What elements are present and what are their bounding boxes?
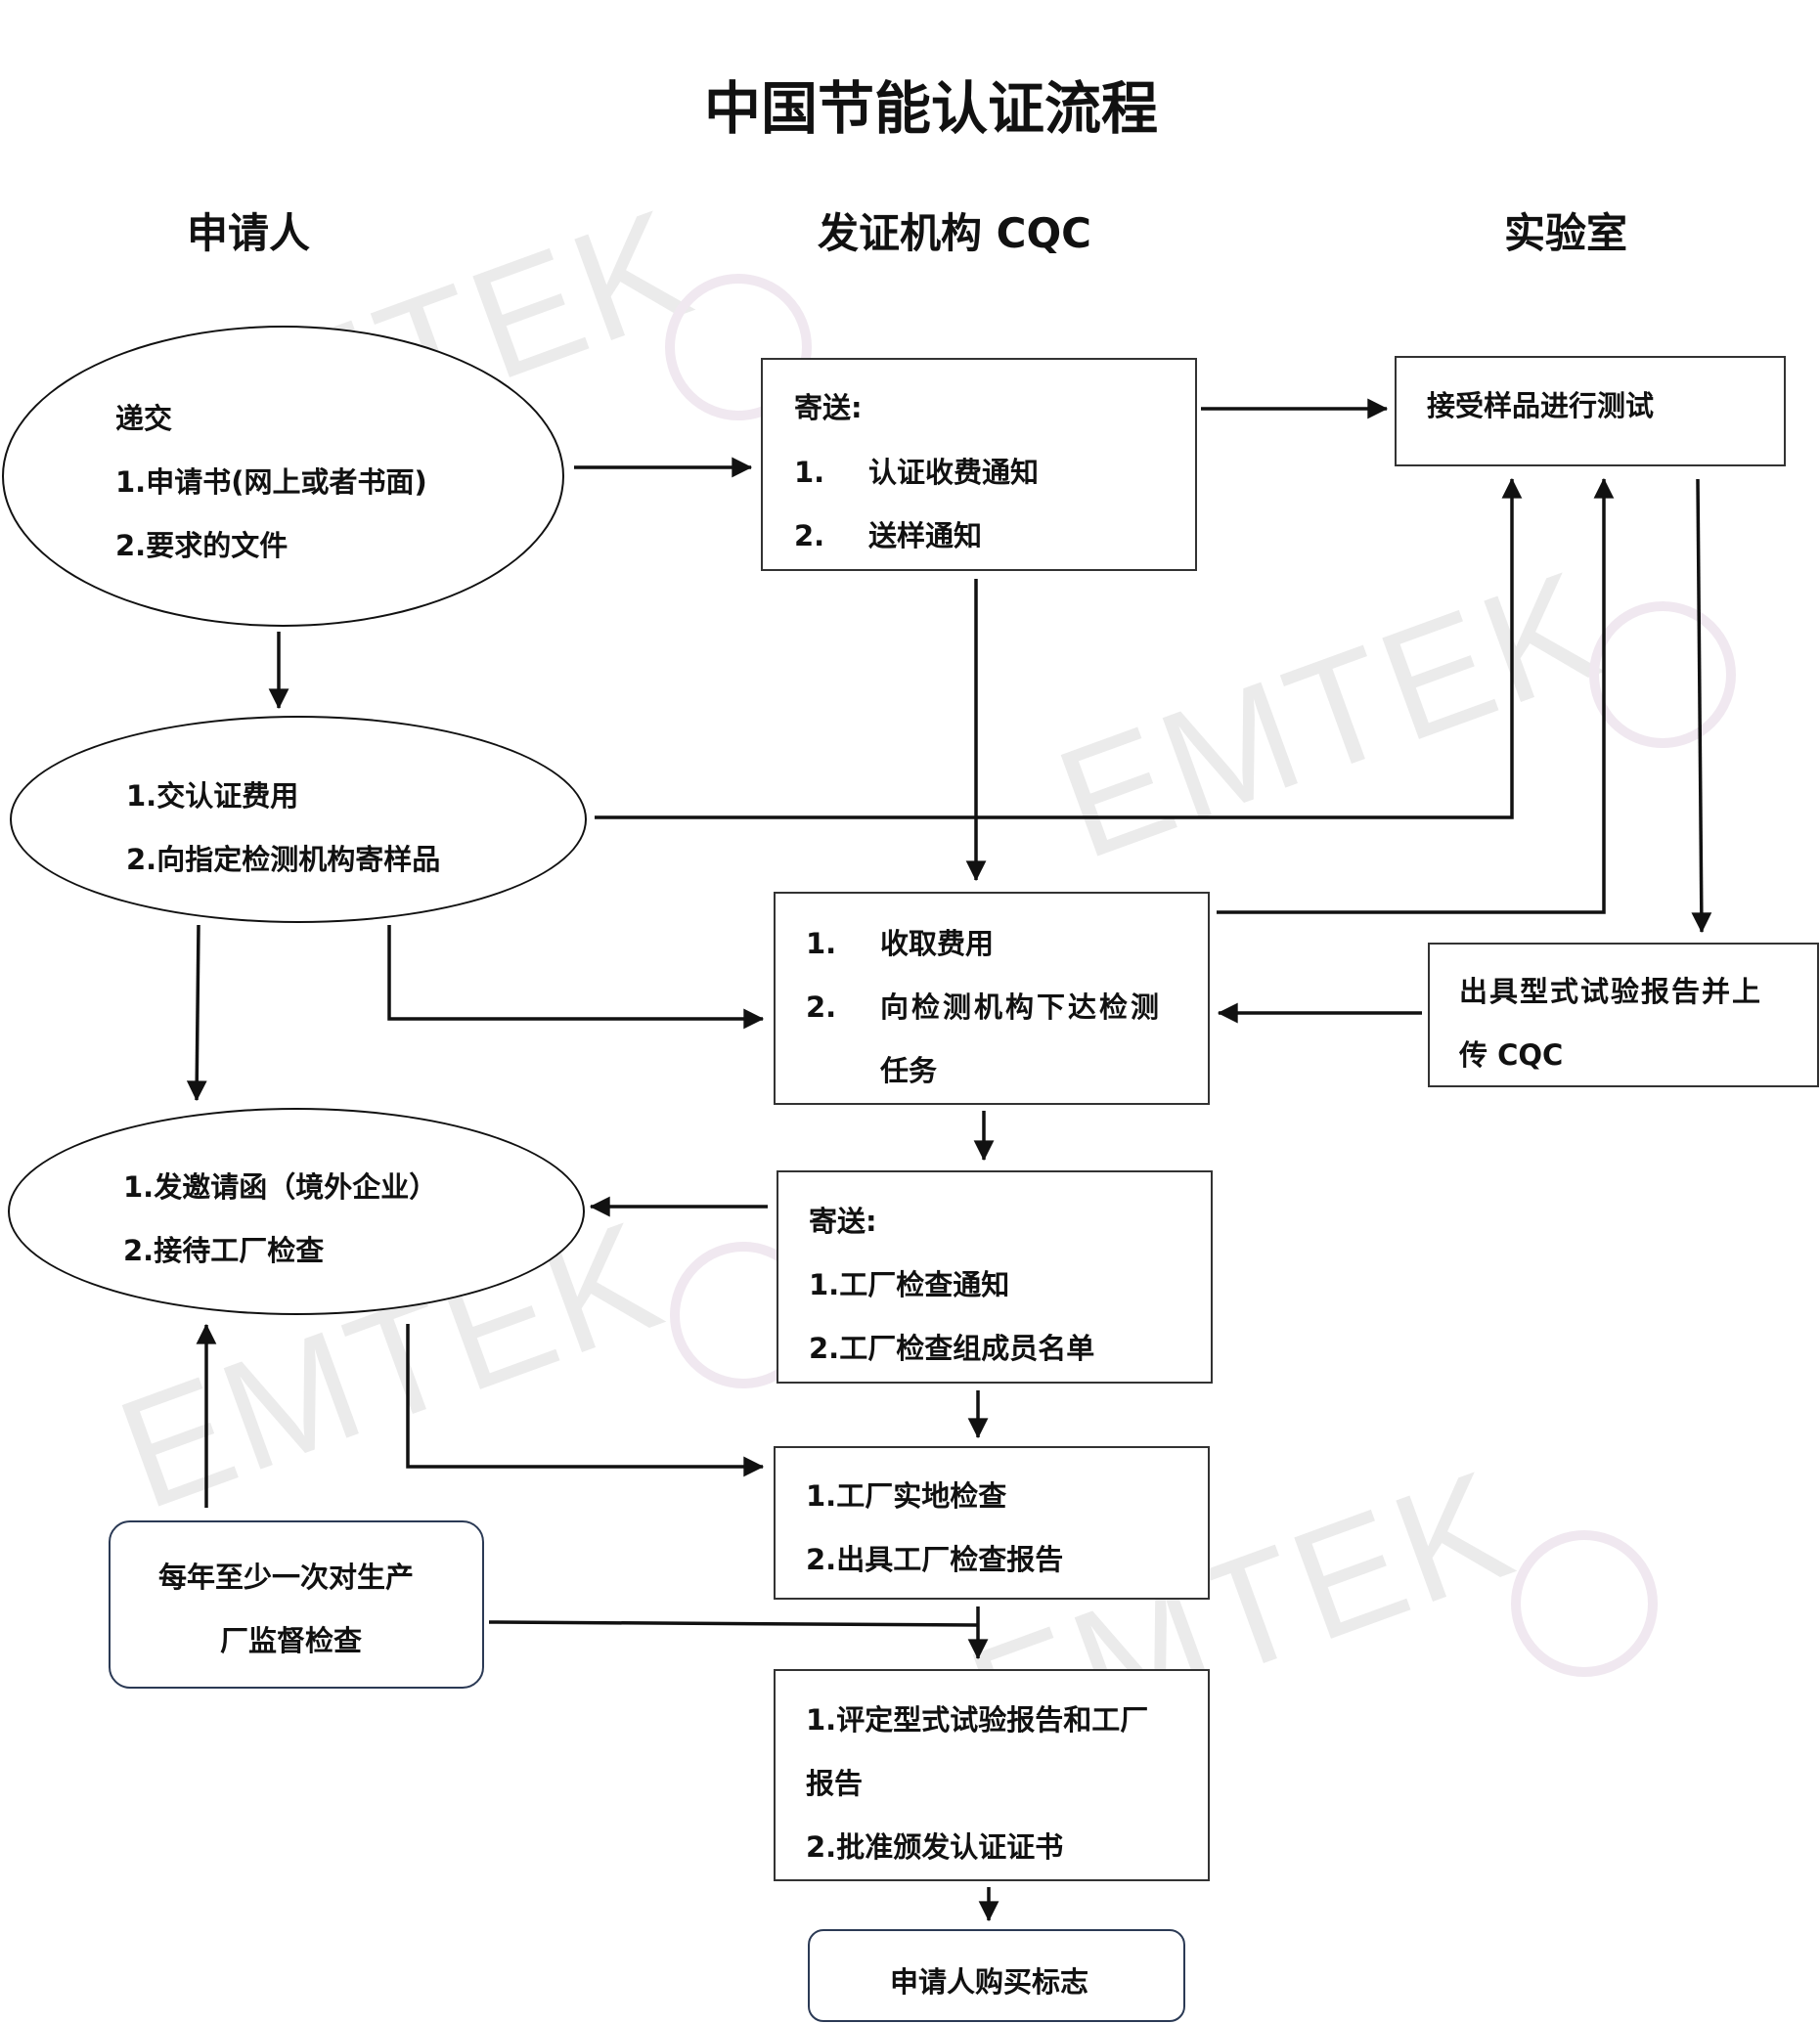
evaluate-box <box>774 1669 1210 1881</box>
test-report-box <box>1428 943 1819 1087</box>
column-header-applicant: 申请人 <box>187 209 311 257</box>
collect-item-2: 向检测机构下达检测 <box>880 990 1163 1024</box>
annual-line-2: 厂监督检查 <box>220 1624 363 1657</box>
send-num-1: 1. <box>794 456 825 489</box>
arrow-collect-to-lab <box>1217 477 1615 914</box>
column-header-lab: 实验室 <box>1504 209 1628 257</box>
send-item-2: 送样通知 <box>868 519 983 552</box>
arrow-pay-to-invite <box>186 924 207 1102</box>
factory-item-1: 1.工厂实地检查 <box>806 1479 1007 1513</box>
pay-item-1: 1.交认证费用 <box>126 779 299 813</box>
send-inspection-item-2: 2.工厂检查组成员名单 <box>809 1332 1095 1365</box>
submit-item-2: 2.要求的文件 <box>115 529 289 562</box>
send-inspection-box <box>777 1170 1213 1384</box>
lab-test-box <box>1395 356 1786 466</box>
collect-item-1: 收取费用 <box>880 927 995 960</box>
factory-inspection-box <box>774 1446 1210 1600</box>
send-notice-box <box>761 358 1197 571</box>
arrow-pay-to-collect <box>387 925 765 1030</box>
send-inspection-item-1: 1.工厂检查通知 <box>809 1268 1010 1301</box>
invite-ellipse <box>8 1108 585 1315</box>
watermark-logo-icon <box>1511 1530 1658 1677</box>
arrow-pay-to-lab <box>595 477 1523 819</box>
report-line-2: 传 CQC <box>1459 1038 1564 1072</box>
evaluate-item-1-cont: 报告 <box>806 1767 864 1800</box>
send-item-1: 认证收费通知 <box>868 456 1040 489</box>
pay-ellipse <box>10 716 587 923</box>
watermark-logo-icon <box>1589 601 1736 748</box>
collect-fee-box <box>774 892 1210 1105</box>
annual-line-1: 每年至少一次对生产 <box>158 1561 415 1594</box>
evaluate-item-1: 1.评定型式试验报告和工厂 <box>806 1703 1149 1737</box>
collect-num-2: 2. <box>806 990 837 1024</box>
lab-test-text: 接受样品进行测试 <box>1427 389 1655 422</box>
invite-item-1: 1.发邀请函（境外企业） <box>123 1170 438 1204</box>
submit-item-1: 1.申请书(网上或者书面) <box>115 465 427 499</box>
arrow-lab-to-report <box>1691 478 1712 934</box>
buy-mark-box <box>808 1929 1185 2022</box>
collect-item-2-cont: 任务 <box>880 1054 938 1087</box>
arrow-invite-to-factory <box>406 1324 765 1477</box>
submit-heading: 递交 <box>115 402 173 435</box>
factory-item-2: 2.出具工厂检查报告 <box>806 1543 1064 1576</box>
column-header-cqc: 发证机构 CQC <box>818 209 1091 257</box>
send-heading: 寄送: <box>794 391 863 424</box>
evaluate-item-2: 2.批准颁发认证证书 <box>806 1830 1064 1864</box>
send-num-2: 2. <box>794 519 825 552</box>
invite-item-2: 2.接待工厂检查 <box>123 1234 325 1267</box>
send-inspection-heading: 寄送: <box>809 1205 877 1238</box>
annual-inspection-box <box>109 1520 484 1689</box>
arrow-annual-to-evaluate <box>488 1620 979 1627</box>
collect-num-1: 1. <box>806 927 837 960</box>
report-line-1: 出具型式试验报告并上 <box>1459 975 1763 1008</box>
submit-ellipse <box>2 326 564 627</box>
buy-mark-text: 申请人购买标志 <box>890 1965 1089 1999</box>
watermark-logo-icon <box>665 274 812 420</box>
pay-item-2: 2.向指定检测机构寄样品 <box>126 843 441 876</box>
page-title: 中国节能认证流程 <box>704 75 1159 142</box>
